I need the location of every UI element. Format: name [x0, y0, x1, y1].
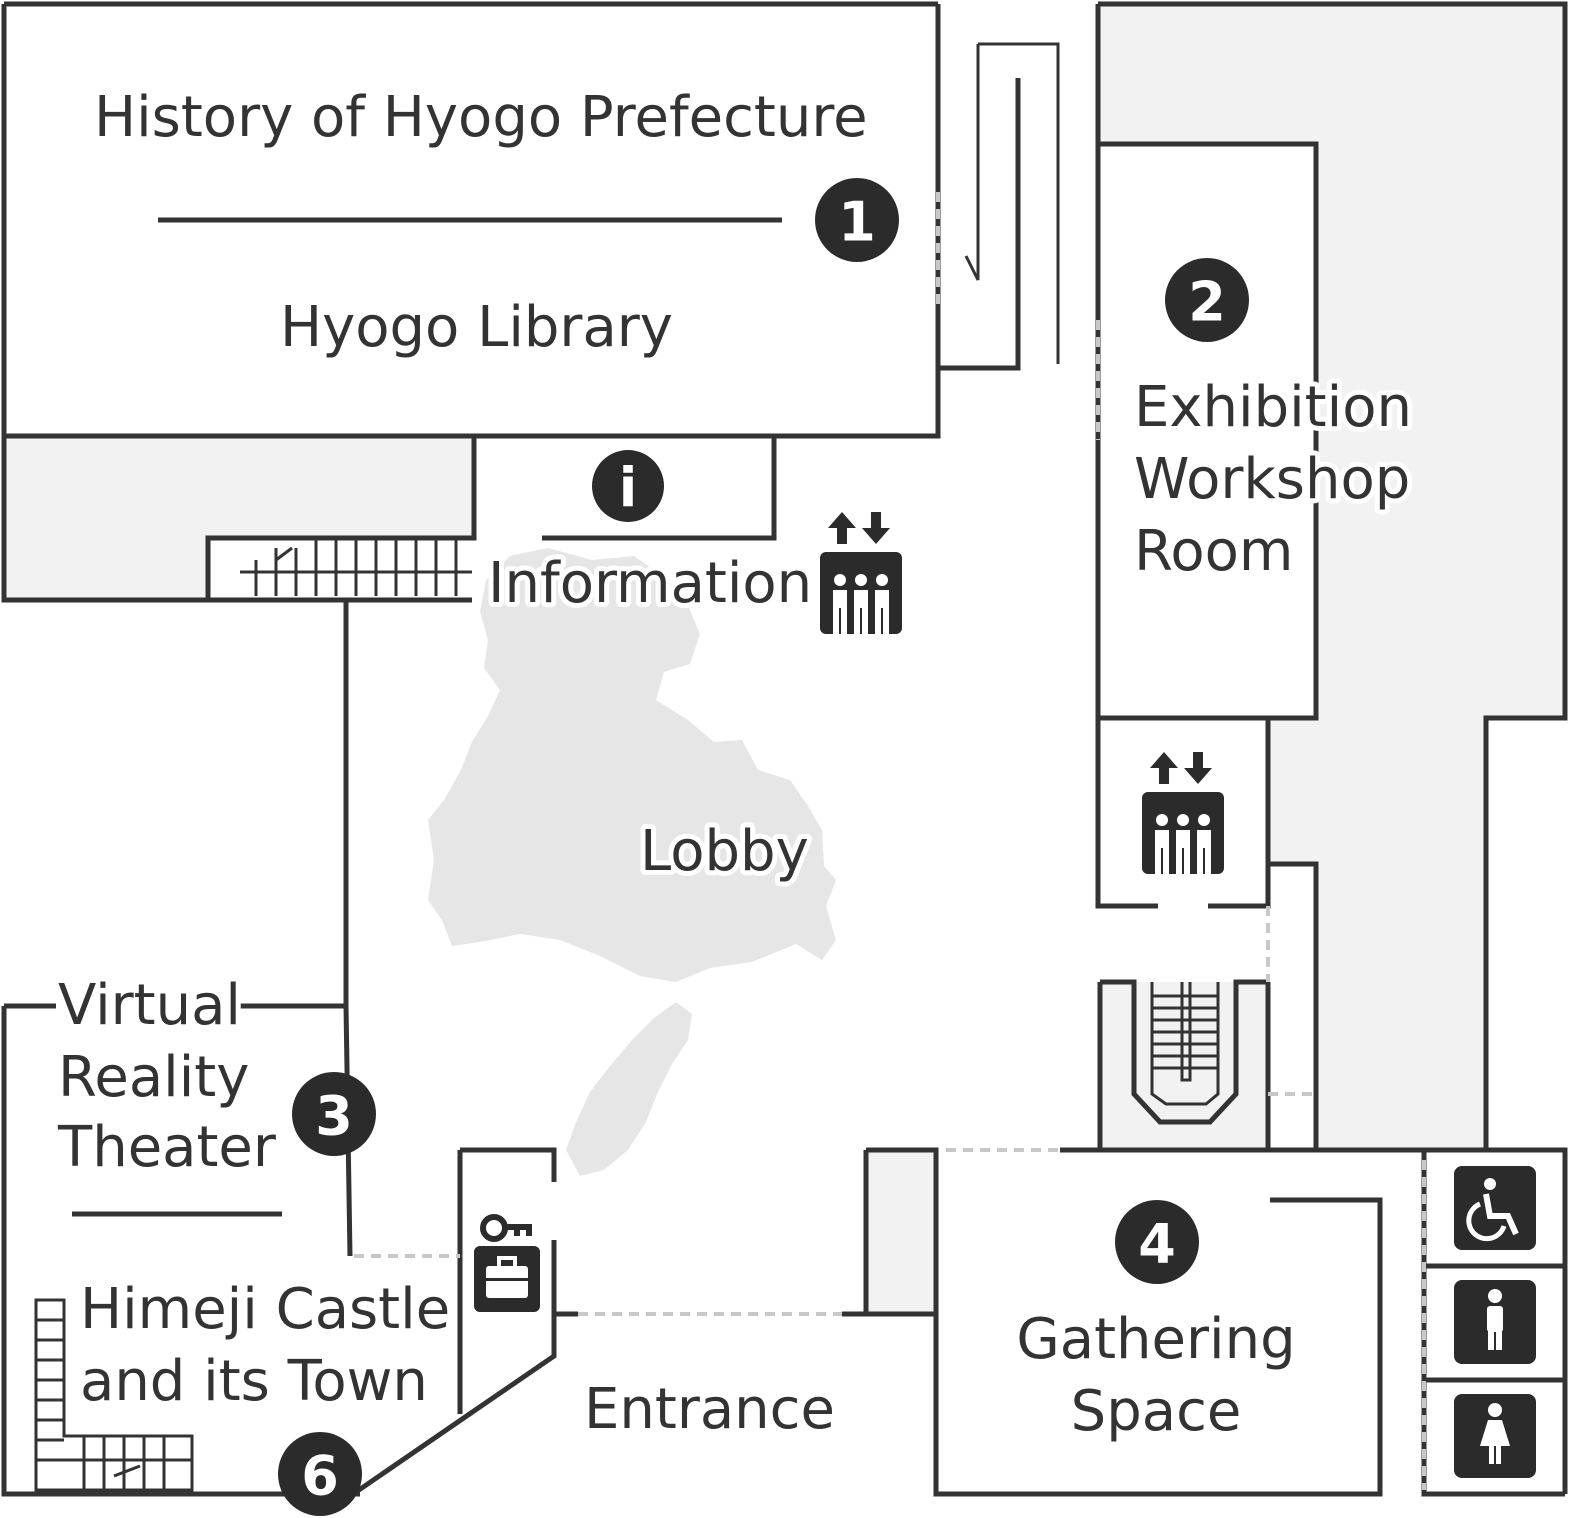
- svg-text:Reality: Reality: [58, 1045, 249, 1110]
- room-label-information: Information: [488, 551, 812, 616]
- svg-text:4: 4: [1138, 1213, 1176, 1276]
- svg-text:Workshop: Workshop: [1134, 447, 1410, 512]
- svg-text:Gathering: Gathering: [1016, 1307, 1295, 1372]
- marker-4[interactable]: 4: [1115, 1200, 1199, 1284]
- doorways: [354, 192, 1426, 1490]
- mens-restroom-icon: [1454, 1280, 1536, 1364]
- wheelchair-icon: [1454, 1166, 1536, 1250]
- room-label-history: History of Hyogo Prefecture: [94, 85, 868, 150]
- svg-text:Room: Room: [1134, 519, 1293, 584]
- svg-text:Theater: Theater: [57, 1115, 277, 1180]
- svg-text:i: i: [619, 457, 638, 520]
- svg-text:1: 1: [838, 191, 876, 254]
- room-label-gathering: Gathering Space: [1011, 1302, 1300, 1449]
- marker-1[interactable]: 1: [815, 178, 899, 262]
- svg-text:Himeji Castle: Himeji Castle: [80, 1277, 450, 1342]
- svg-text:Exhibition: Exhibition: [1134, 375, 1412, 440]
- marker-6[interactable]: 6: [278, 1432, 362, 1516]
- info-icon: i: [592, 450, 664, 522]
- locker-icon: [474, 1214, 540, 1312]
- svg-text:6: 6: [301, 1445, 339, 1508]
- svg-text:Virtual: Virtual: [58, 973, 241, 1038]
- svg-text:2: 2: [1188, 271, 1226, 334]
- shaded-areas: [4, 4, 1565, 1314]
- hyogo-map-silhouette: [428, 548, 836, 1176]
- elevator-icon: [820, 512, 902, 634]
- room-label-exhibition: Exhibition Workshop Room: [1129, 370, 1417, 589]
- room-label-library: Hyogo Library: [280, 295, 673, 360]
- svg-text:and its Town: and its Town: [80, 1349, 428, 1414]
- womens-restroom-icon: [1454, 1394, 1536, 1478]
- room-label-himeji: Himeji Castle and its Town: [75, 1272, 455, 1419]
- elevator-icon: [1142, 752, 1224, 874]
- room-label-vr-theater: Virtual Reality Theater: [52, 968, 282, 1185]
- marker-3[interactable]: 3: [292, 1072, 376, 1156]
- svg-text:3: 3: [315, 1085, 353, 1148]
- room-label-entrance: Entrance: [584, 1377, 835, 1442]
- marker-2[interactable]: 2: [1165, 258, 1249, 342]
- svg-text:Space: Space: [1071, 1379, 1242, 1444]
- room-label-lobby: Lobby: [640, 819, 809, 884]
